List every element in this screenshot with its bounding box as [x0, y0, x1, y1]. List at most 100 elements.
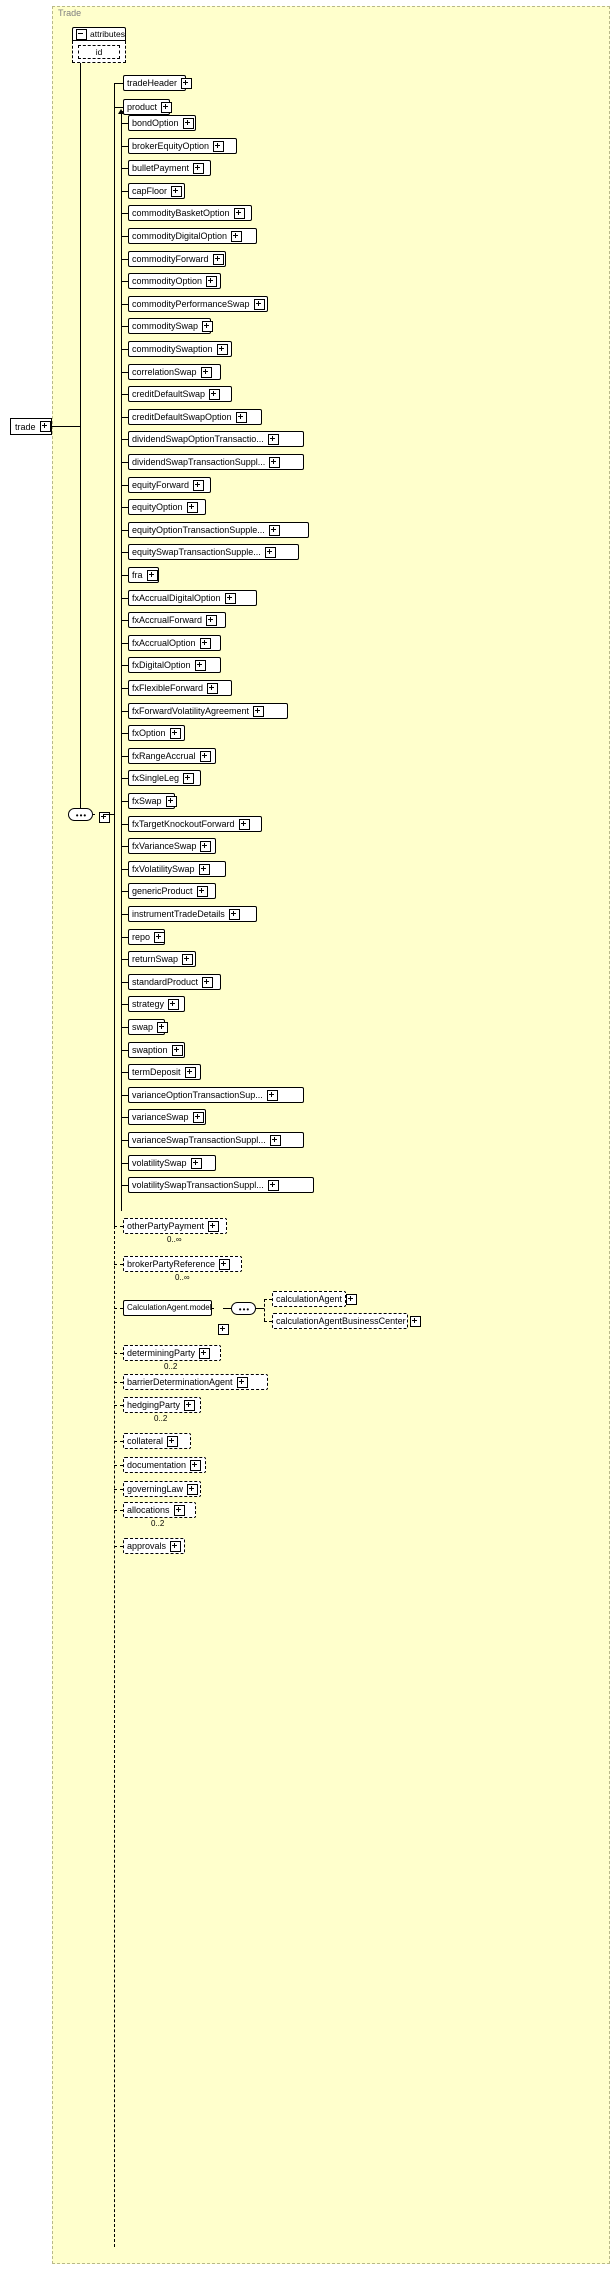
plus-icon[interactable]	[196, 885, 208, 897]
node-commodityperformanceswap[interactable]: commodityPerformanceSwap	[128, 296, 268, 312]
node-fxswap[interactable]: fxSwap	[128, 793, 177, 809]
node-varianceswap[interactable]: varianceSwap	[128, 1109, 206, 1125]
node-termdeposit[interactable]: termDeposit	[128, 1064, 201, 1080]
node-creditdefaultswap[interactable]: creditDefaultSwap	[128, 386, 232, 402]
node-product[interactable]: product	[123, 99, 173, 115]
node-tradeheader[interactable]: tradeHeader	[123, 75, 193, 91]
plus-icon[interactable]	[216, 343, 228, 355]
plus-icon[interactable]	[267, 1179, 279, 1191]
plus-icon[interactable]	[169, 727, 181, 739]
plus-icon[interactable]	[212, 253, 224, 265]
plus-icon[interactable]	[168, 998, 180, 1010]
plus-icon[interactable]	[190, 1157, 202, 1169]
plus-icon[interactable]	[202, 976, 214, 988]
plus-icon[interactable]	[236, 1376, 248, 1388]
plus-icon[interactable]	[199, 637, 211, 649]
plus-icon[interactable]	[184, 1066, 196, 1078]
plus-icon[interactable]	[218, 1324, 229, 1335]
node-governinglaw[interactable]: governingLaw	[123, 1481, 201, 1497]
plus-icon[interactable]	[207, 682, 219, 694]
node-repo[interactable]: repo	[128, 929, 166, 945]
plus-icon[interactable]	[167, 1435, 179, 1447]
plus-icon[interactable]	[267, 433, 279, 445]
plus-icon[interactable]	[269, 1134, 281, 1146]
plus-icon[interactable]	[269, 456, 281, 468]
node-fxaccrualforward[interactable]: fxAccrualForward	[128, 612, 226, 628]
node-swaption[interactable]: swaption	[128, 1042, 185, 1058]
plus-icon[interactable]	[346, 1293, 358, 1305]
minus-icon[interactable]	[76, 28, 87, 40]
plus-icon[interactable]	[219, 1258, 231, 1270]
plus-icon[interactable]	[233, 207, 245, 219]
attribute-id[interactable]: id	[78, 45, 120, 59]
plus-icon[interactable]	[154, 931, 166, 943]
node-determiningparty[interactable]: determiningParty	[123, 1345, 221, 1361]
plus-icon[interactable]	[268, 524, 280, 536]
plus-icon[interactable]	[186, 501, 198, 513]
node-otherpartypayment[interactable]: otherPartyPayment	[123, 1218, 227, 1234]
node-bulletpayment[interactable]: bulletPayment	[128, 160, 211, 176]
plus-icon[interactable]	[409, 1315, 421, 1327]
node-commodityswaption[interactable]: commoditySwaption	[128, 341, 232, 357]
node-varianceswaptransactionsuppl[interactable]: varianceSwapTransactionSuppl...	[128, 1132, 304, 1148]
plus-icon[interactable]	[199, 750, 211, 762]
plus-icon[interactable]	[161, 101, 173, 113]
node-fxvolatilityswap[interactable]: fxVolatilitySwap	[128, 861, 226, 877]
node-creditdefaultswapoption[interactable]: creditDefaultSwapOption	[128, 409, 262, 425]
plus-icon[interactable]	[173, 1504, 185, 1516]
node-documentation[interactable]: documentation	[123, 1457, 206, 1473]
plus-icon[interactable]	[193, 479, 205, 491]
plus-icon[interactable]	[200, 840, 212, 852]
node-equityswaptransactionsupple[interactable]: equitySwapTransactionSupple...	[128, 544, 299, 560]
node-fxrangeaccrual[interactable]: fxRangeAccrual	[128, 748, 216, 764]
plus-icon[interactable]	[171, 1044, 183, 1056]
plus-icon[interactable]	[264, 546, 276, 558]
plus-icon[interactable]	[266, 1089, 278, 1101]
plus-icon[interactable]	[206, 614, 218, 626]
plus-icon[interactable]	[181, 77, 193, 89]
node-hedgingparty[interactable]: hedgingParty	[123, 1397, 201, 1413]
node-swap[interactable]: swap	[128, 1019, 169, 1035]
plus-icon[interactable]	[224, 592, 236, 604]
node-fxtargetknockoutforward[interactable]: fxTargetKnockoutForward	[128, 816, 262, 832]
node-fxoption[interactable]: fxOption	[128, 725, 185, 741]
node-commoditybasketoption[interactable]: commodityBasketOption	[128, 205, 252, 221]
plus-icon[interactable]	[194, 659, 206, 671]
node-capfloor[interactable]: capFloor	[128, 183, 185, 199]
node-equityforward[interactable]: equityForward	[128, 477, 211, 493]
plus-icon[interactable]	[182, 117, 194, 129]
node-fxforwardvolatilityagreement[interactable]: fxForwardVolatilityAgreement	[128, 703, 288, 719]
node-standardproduct[interactable]: standardProduct	[128, 974, 221, 990]
plus-icon[interactable]	[99, 812, 110, 823]
node-calculationagent-model[interactable]: CalculationAgent.model	[123, 1300, 212, 1316]
plus-icon[interactable]	[198, 863, 210, 875]
plus-icon[interactable]	[253, 705, 265, 717]
node-dividendswapoptiontransactio[interactable]: dividendSwapOptionTransactio...	[128, 431, 304, 447]
plus-icon[interactable]	[184, 1399, 196, 1411]
node-fxsingleleg[interactable]: fxSingleLeg	[128, 770, 201, 786]
node-fxaccrualdigitaloption[interactable]: fxAccrualDigitalOption	[128, 590, 257, 606]
node-approvals[interactable]: approvals	[123, 1538, 185, 1554]
node-calculationagentbusinesscenter[interactable]: calculationAgentBusinessCenter	[272, 1313, 421, 1329]
plus-icon[interactable]	[228, 908, 240, 920]
node-commodityswap[interactable]: commoditySwap	[128, 318, 214, 334]
plus-icon[interactable]	[165, 795, 177, 807]
node-commodityforward[interactable]: commodityForward	[128, 251, 226, 267]
node-fxflexibleforward[interactable]: fxFlexibleForward	[128, 680, 232, 696]
plus-icon[interactable]	[209, 388, 221, 400]
plus-icon[interactable]	[183, 772, 195, 784]
node-fxvarianceswap[interactable]: fxVarianceSwap	[128, 838, 216, 854]
plus-icon[interactable]	[39, 421, 51, 432]
node-dividendswaptransactionsuppl[interactable]: dividendSwapTransactionSuppl...	[128, 454, 304, 470]
node-returnswap[interactable]: returnSwap	[128, 951, 196, 967]
node-volatilityswap[interactable]: volatilitySwap	[128, 1155, 216, 1171]
node-varianceoptiontransactionsup[interactable]: varianceOptionTransactionSup...	[128, 1087, 304, 1103]
node-bondoption[interactable]: bondOption	[128, 115, 196, 131]
attributes-header[interactable]: attributes	[72, 27, 126, 41]
node-volatilityswaptransactionsuppl[interactable]: volatilitySwapTransactionSuppl...	[128, 1177, 314, 1193]
plus-icon[interactable]	[202, 320, 214, 332]
plus-icon[interactable]	[193, 162, 205, 174]
plus-icon[interactable]	[157, 1021, 169, 1033]
node-correlationswap[interactable]: correlationSwap	[128, 364, 221, 380]
node-equityoptiontransactionsupple[interactable]: equityOptionTransactionSupple...	[128, 522, 309, 538]
